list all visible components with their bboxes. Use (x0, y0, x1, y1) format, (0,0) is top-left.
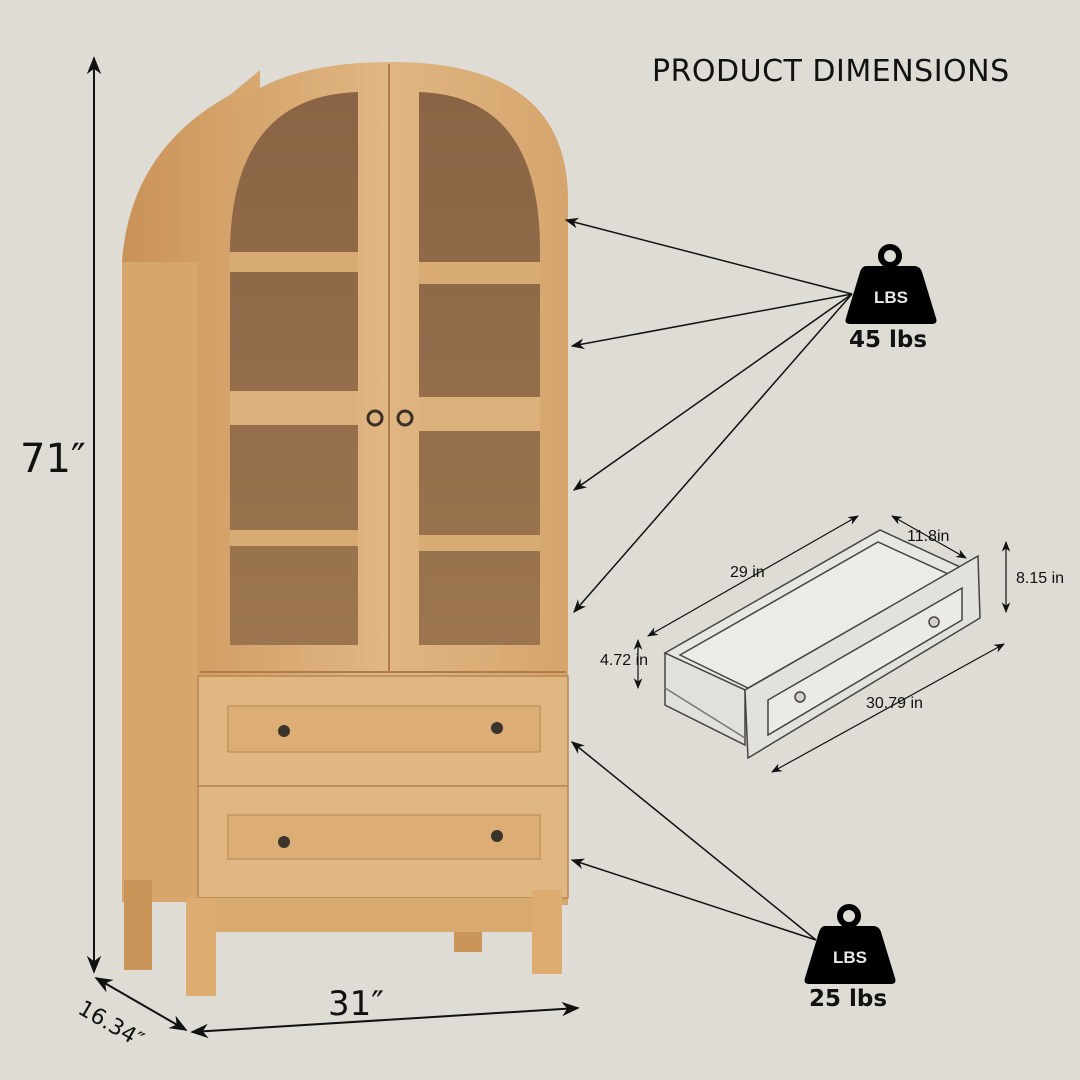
upper-weight-pointers (564, 217, 853, 614)
height-label: 71″ (20, 436, 86, 482)
page-title: PRODUCT DIMENSIONS (652, 54, 1010, 89)
width-arrow-icon (190, 1001, 580, 1039)
weight-icon: LBS (845, 244, 937, 324)
width-label: 31″ (328, 984, 384, 1024)
door-handle-icon (396, 409, 414, 427)
drawer-diagram (663, 529, 981, 760)
depth-arrow-icon (94, 977, 188, 1031)
lower-weight-pointers (570, 741, 817, 941)
weight-icon: LBS (804, 904, 896, 984)
drawer-front-width-label: 30.79 in (866, 695, 923, 712)
door-handle-icon (366, 409, 384, 427)
dimension-lines (86, 56, 580, 1039)
drawer-length-label: 29 in (730, 564, 765, 581)
drawer-side-height-label: 4.72 in (600, 652, 649, 669)
svg-text:LBS: LBS (874, 288, 908, 307)
svg-text:LBS: LBS (833, 948, 867, 967)
drawer-front-height-label: 8.15 in (1016, 570, 1065, 587)
lower-weight-value: 25 lbs (809, 986, 888, 1012)
upper-weight-value: 45 lbs (849, 327, 928, 353)
cabinet (122, 62, 569, 996)
drawer-dimension-lines (633, 515, 1011, 773)
drawer-depth-label: 11.8in (907, 528, 950, 545)
